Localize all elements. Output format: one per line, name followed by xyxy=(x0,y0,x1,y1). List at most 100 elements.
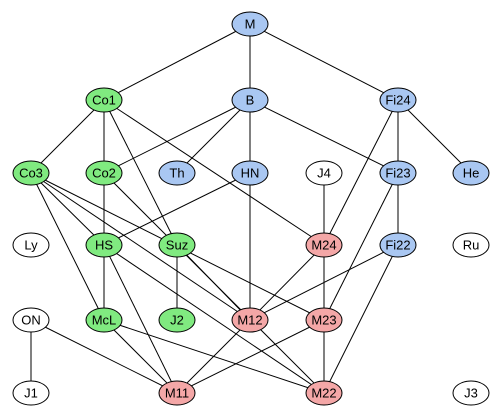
edge-b-th xyxy=(176,99,251,174)
edge-co3-hs xyxy=(30,172,105,246)
node-co1: Co1 xyxy=(85,87,123,113)
node-ru: Ru xyxy=(452,232,490,258)
node-label: J1 xyxy=(24,386,38,401)
node-ellipse xyxy=(158,160,196,186)
edge-m24-m12 xyxy=(249,244,325,321)
node-m23: M23 xyxy=(305,307,343,333)
node-label: J2 xyxy=(170,313,184,328)
node-he: He xyxy=(452,160,490,186)
node-ellipse xyxy=(85,232,123,258)
node-label: HS xyxy=(95,238,113,253)
node-m: M xyxy=(231,11,269,37)
edge-m12-m11 xyxy=(176,319,251,394)
node-ellipse xyxy=(12,307,50,333)
node-ellipse xyxy=(85,160,123,186)
node-b: B xyxy=(231,87,269,113)
node-ellipse xyxy=(85,87,123,113)
node-m22: M22 xyxy=(305,380,343,406)
edge-fi22-m12 xyxy=(249,244,399,321)
edge-m-co1 xyxy=(103,23,251,101)
edge-co1-co3 xyxy=(30,99,105,174)
node-ellipse xyxy=(12,232,50,258)
node-ellipse xyxy=(158,232,196,258)
edge-fi23-m23 xyxy=(323,172,399,321)
edge-suz-m12 xyxy=(176,244,251,321)
node-m11: M11 xyxy=(158,380,196,406)
edge-on-m11 xyxy=(30,319,178,394)
node-on: ON xyxy=(12,307,50,333)
node-suz: Suz xyxy=(158,232,196,258)
node-ellipse xyxy=(85,307,123,333)
node-ellipse xyxy=(379,232,417,258)
node-label: Suz xyxy=(166,238,188,253)
node-label: Th xyxy=(169,166,184,181)
node-label: M22 xyxy=(311,386,336,401)
edge-co3-m12 xyxy=(30,172,251,321)
node-ellipse xyxy=(452,160,490,186)
node-m12: M12 xyxy=(231,307,269,333)
edge-b-fi23 xyxy=(249,99,399,174)
node-co3: Co3 xyxy=(12,160,50,186)
node-j3: J3 xyxy=(452,380,490,406)
node-ly: Ly xyxy=(12,232,50,258)
node-co2: Co2 xyxy=(85,160,123,186)
node-label: Fi24 xyxy=(385,93,410,108)
edge-b-co2 xyxy=(103,99,251,174)
edge-co1-m24 xyxy=(103,99,325,246)
node-ellipse xyxy=(12,160,50,186)
node-label: Co3 xyxy=(19,166,43,181)
edge-m23-m11 xyxy=(176,319,325,394)
node-label: Co2 xyxy=(92,166,116,181)
node-hn: HN xyxy=(231,160,269,186)
node-ellipse xyxy=(305,380,343,406)
node-label: M xyxy=(245,17,256,32)
node-label: Fi22 xyxy=(385,238,410,253)
node-m24: M24 xyxy=(305,232,343,258)
node-ellipse xyxy=(12,380,50,406)
node-mcl: McL xyxy=(85,307,123,333)
node-label: M24 xyxy=(311,238,336,253)
edge-fi24-m24 xyxy=(323,99,399,246)
edge-fi22-m22 xyxy=(323,244,399,394)
node-th: Th xyxy=(158,160,196,186)
node-label: He xyxy=(463,166,480,181)
node-label: J4 xyxy=(317,166,331,181)
node-label: Fi23 xyxy=(385,166,410,181)
node-ellipse xyxy=(379,87,417,113)
node-ellipse xyxy=(379,160,417,186)
edge-m-fi24 xyxy=(249,23,399,101)
node-ellipse xyxy=(231,11,269,37)
edges-layer xyxy=(30,23,472,394)
node-ellipse xyxy=(305,160,343,186)
node-label: M12 xyxy=(237,313,262,328)
node-label: Co1 xyxy=(92,93,116,108)
edge-mcl-m11 xyxy=(103,319,178,394)
node-ellipse xyxy=(452,380,490,406)
node-label: Ly xyxy=(24,238,38,253)
node-ellipse xyxy=(231,307,269,333)
node-fi24: Fi24 xyxy=(379,87,417,113)
node-label: McL xyxy=(92,313,117,328)
node-label: HN xyxy=(241,166,260,181)
node-j1: J1 xyxy=(12,380,50,406)
node-label: ON xyxy=(21,313,41,328)
node-ellipse xyxy=(305,232,343,258)
edge-hn-hs xyxy=(103,172,251,246)
node-hs: HS xyxy=(85,232,123,258)
node-j2: J2 xyxy=(158,307,196,333)
edge-co3-mcl xyxy=(30,172,105,321)
node-ellipse xyxy=(231,87,269,113)
edge-hs-m11 xyxy=(103,244,178,394)
node-ellipse xyxy=(305,307,343,333)
node-ellipse xyxy=(158,307,196,333)
node-fi22: Fi22 xyxy=(379,232,417,258)
node-label: Ru xyxy=(463,238,480,253)
node-j4: J4 xyxy=(305,160,343,186)
node-fi23: Fi23 xyxy=(379,160,417,186)
node-label: J3 xyxy=(464,386,478,401)
node-ellipse xyxy=(158,380,196,406)
edge-co1-suz xyxy=(103,99,178,246)
edge-hs-m22 xyxy=(103,244,325,394)
